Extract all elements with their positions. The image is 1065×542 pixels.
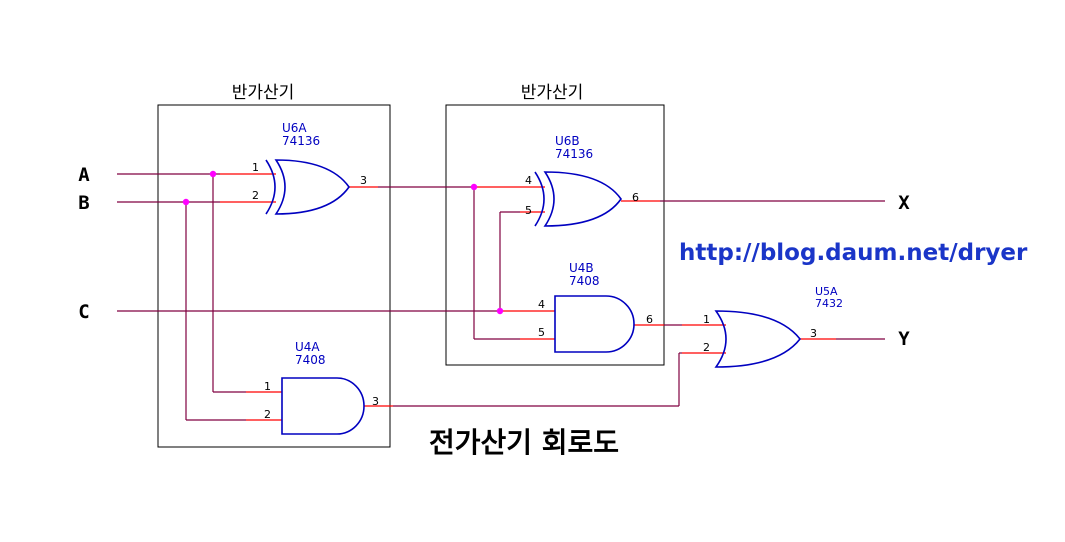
u6b-pin-5: 5 — [525, 204, 532, 217]
junction-dot — [209, 170, 217, 178]
pin-stubs — [220, 173, 836, 421]
gate-u6a — [265, 159, 350, 215]
gate-u4a — [281, 377, 365, 435]
u6a-ref: U6A — [282, 121, 307, 135]
u4a-pin-2: 2 — [264, 408, 271, 421]
u6a-pin-2: 2 — [252, 189, 259, 202]
gate-u6b — [534, 171, 622, 227]
half-adder-box-2 — [445, 104, 665, 366]
half-adder-box-1 — [157, 104, 391, 448]
junction-dot — [496, 307, 504, 315]
u4a-pin-3: 3 — [372, 395, 379, 408]
u4b-ref: U4B — [569, 261, 594, 275]
gate-u4b — [554, 295, 635, 353]
input-label-c: C — [78, 301, 89, 323]
input-label-a: A — [78, 164, 90, 186]
wires — [117, 173, 885, 421]
u5a-pin-2: 2 — [703, 341, 710, 354]
u5a-part: 7432 — [815, 297, 843, 310]
u6a-pin-1: 1 — [252, 161, 259, 174]
u6a-pin-3: 3 — [360, 174, 367, 187]
blog-url: http://blog.daum.net/dryer — [679, 240, 1028, 266]
output-label-x: X — [898, 192, 910, 214]
u6b-ref: U6B — [555, 134, 580, 148]
u4b-pin-6: 6 — [646, 313, 653, 326]
diagram-title: 전가산기 회로도 — [429, 426, 619, 459]
u6a-part: 74136 — [282, 134, 320, 148]
u4a-pin-1: 1 — [264, 380, 271, 393]
gate-u5a — [714, 310, 802, 368]
u6b-pin-6: 6 — [632, 191, 639, 204]
output-label-y: Y — [898, 328, 910, 350]
junction-dot — [470, 183, 478, 191]
u5a-pin-1: 1 — [703, 313, 710, 326]
u4b-pin-5: 5 — [538, 326, 545, 339]
junction-dot — [182, 198, 190, 206]
u4b-pin-4: 4 — [538, 298, 545, 311]
half-adder-label-1: 반가산기 — [232, 83, 295, 103]
u6b-pin-4: 4 — [525, 174, 532, 187]
u6b-part: 74136 — [555, 147, 593, 161]
junctions — [182, 170, 504, 315]
input-label-b: B — [78, 192, 89, 214]
u4a-part: 7408 — [295, 353, 326, 367]
half-adder-label-2: 반가산기 — [521, 83, 584, 103]
u4a-ref: U4A — [295, 340, 320, 354]
u5a-pin-3: 3 — [810, 327, 817, 340]
u4b-part: 7408 — [569, 274, 600, 288]
u5a-ref: U5A — [815, 285, 838, 298]
